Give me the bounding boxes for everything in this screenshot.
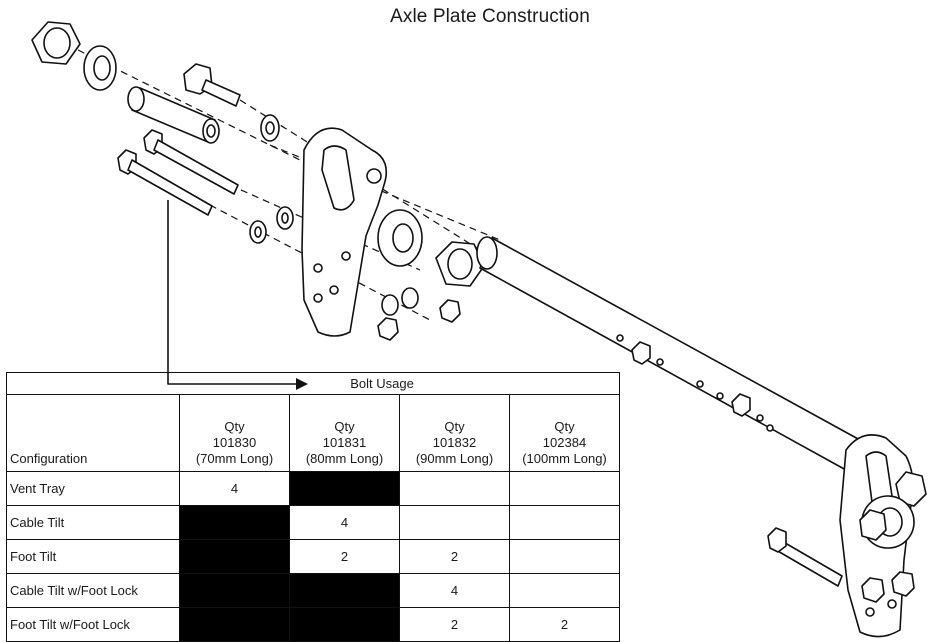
banner-label: Bolt Usage	[350, 376, 414, 391]
bolt-length: (100mm Long)	[522, 451, 607, 466]
qty-cell	[509, 573, 620, 608]
not-applicable-cell	[179, 505, 290, 540]
column-header: Qty 101830 (70mm Long)	[179, 394, 290, 472]
long-bolt-part	[143, 129, 239, 195]
table-banner: Bolt Usage	[6, 372, 620, 395]
config-cell: Vent Tray	[6, 471, 180, 506]
qty-cell: 2	[509, 607, 620, 642]
qty-cell: 2	[289, 539, 400, 574]
qty-label: Qty	[224, 419, 245, 434]
qty-label: Qty	[554, 419, 575, 434]
column-header: Qty 101831 (80mm Long)	[289, 394, 400, 472]
qty-cell: 2	[399, 607, 510, 642]
qty-label: Qty	[334, 419, 355, 434]
part-number: 102384	[542, 435, 587, 450]
qty-cell: 2	[399, 539, 510, 574]
small-nut-part	[377, 287, 461, 341]
not-applicable-cell	[289, 471, 400, 506]
qty-label: Qty	[444, 419, 465, 434]
plate-assembly-part	[767, 434, 927, 638]
not-applicable-cell	[179, 607, 290, 642]
bolt-length: (70mm Long)	[195, 451, 274, 466]
large-washer-part	[377, 209, 423, 267]
not-applicable-cell	[289, 607, 400, 642]
qty-cell	[399, 505, 510, 540]
large-hex-nut-part	[435, 241, 485, 287]
config-cell: Cable Tilt w/Foot Lock	[6, 573, 180, 608]
config-cell: Foot Tilt w/Foot Lock	[6, 607, 180, 642]
column-header: Qty 102384 (100mm Long)	[509, 394, 620, 472]
hex-nut-part	[31, 21, 81, 65]
qty-cell	[509, 505, 620, 540]
qty-cell	[509, 539, 620, 574]
not-applicable-cell	[179, 573, 290, 608]
spacer-tube-part	[127, 86, 220, 144]
table-row: Cable Tilt w/Foot Lock 4	[6, 573, 620, 608]
config-cell: Foot Tilt	[6, 539, 180, 574]
part-number: 101830	[212, 435, 257, 450]
leader-arrow	[167, 200, 296, 385]
long-bolt-part	[117, 149, 213, 216]
qty-cell: 4	[399, 573, 510, 608]
washer-part	[83, 45, 117, 91]
part-number: 101832	[432, 435, 477, 450]
part-number: 101831	[322, 435, 367, 450]
axle-bolt-part	[631, 341, 751, 417]
bolt-length: (80mm Long)	[305, 451, 384, 466]
bolt-usage-table: Bolt Usage Configuration Qty 101830 (70m…	[6, 372, 620, 642]
qty-cell: 4	[179, 471, 290, 506]
table-row: Cable Tilt 4	[6, 505, 620, 540]
qty-cell	[509, 471, 620, 506]
table-banner-row: Bolt Usage	[6, 372, 620, 395]
hex-bolt-part	[183, 63, 241, 107]
not-applicable-cell	[289, 573, 400, 608]
config-cell: Cable Tilt	[6, 505, 180, 540]
config-header: Configuration	[6, 394, 180, 472]
column-header: Qty 101832 (90mm Long)	[399, 394, 510, 472]
axle-plate-part	[301, 127, 388, 337]
bolt-length: (90mm Long)	[415, 451, 494, 466]
diagram-title: Axle Plate Construction	[390, 6, 590, 27]
qty-cell: 4	[289, 505, 400, 540]
not-applicable-cell	[179, 539, 290, 574]
table-header-row: Configuration Qty 101830 (70mm Long) Qty…	[6, 394, 620, 472]
qty-cell	[399, 471, 510, 506]
